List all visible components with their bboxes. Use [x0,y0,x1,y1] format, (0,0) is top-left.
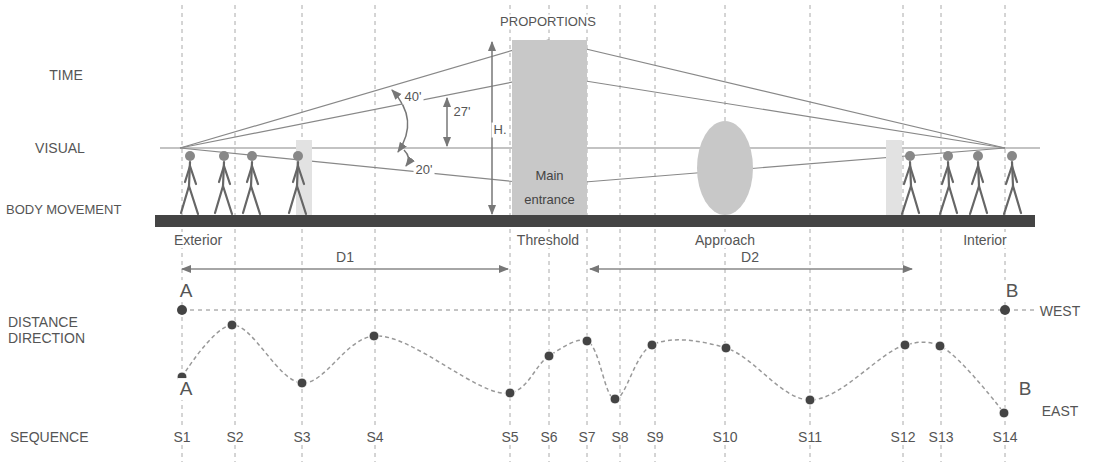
row-label: DISTANCE DIRECTION [6,314,92,346]
sequence-number: S4 [364,429,385,445]
sequence-dot [582,336,592,346]
angle-label: 40' [403,90,424,105]
row-label: BODY MOVEMENT [4,203,123,218]
sight-line [548,75,1005,148]
sight-line [548,40,1005,148]
sequence-number: S6 [538,429,559,445]
node-text: Main entrance [514,164,585,213]
sequence-dot [647,340,657,350]
sequence-guide [903,5,904,462]
row-label: SEQUENCE [8,429,91,445]
sequence-guide [620,5,621,462]
direction-label: WEST [1038,303,1082,319]
sequence-number: S8 [609,429,630,445]
sight-line [180,75,548,148]
angle-arrow [446,98,448,146]
point-label: A [178,280,195,302]
end-dot [1000,305,1010,315]
point-label: B [1017,378,1034,400]
row-label: VISUAL [33,140,87,156]
heading: PROPORTIONS [498,15,598,30]
zone-label: Exterior [172,232,224,248]
zone-label: Threshold [515,232,581,248]
sequence-dot [369,331,379,341]
sequence-number: S2 [224,429,245,445]
sight-line [160,147,1040,148]
distance-label: D1 [334,249,356,265]
angle-label: 20' [414,163,435,178]
sequence-guide [235,5,236,462]
sequence-dot [999,408,1009,418]
sequence-number: S12 [889,429,918,445]
approach-ellipse [697,121,753,215]
west-line [182,310,1040,311]
sequence-number: S14 [991,429,1020,445]
sequence-dot [505,388,515,398]
angle-arc [404,150,409,166]
height-label: H. [492,123,509,138]
row-label: TIME [47,67,84,83]
sequence-dot [544,351,554,361]
zone-label: Interior [961,232,1009,248]
sequence-number: S5 [499,429,520,445]
sequence-dot [610,394,620,404]
sequence-dot [227,320,237,330]
sight-line [548,148,1005,185]
end-dot [177,305,187,315]
sight-line [180,40,548,148]
sequence-number: S3 [291,429,312,445]
zone-label: Approach [693,232,757,248]
angle-label: 27' [452,105,473,120]
sequence-dot [935,341,945,351]
sequence-number: S1 [171,429,192,445]
direction-label: EAST [1040,403,1081,419]
entrance-band: Main entrance [512,40,587,215]
sequence-guide [655,5,656,462]
sequence-dot [805,395,815,405]
distance-arrow [590,268,912,270]
door-panel [886,140,902,215]
distance-arrow [182,268,508,270]
sequence-number: S9 [644,429,665,445]
sequence-guide [375,5,376,462]
walking-figures [181,151,1021,214]
sequence-number: S10 [711,429,740,445]
sequence-guide [941,5,942,462]
ground-bar [155,215,1035,227]
sequence-number: S7 [576,429,597,445]
sequence-guide [810,5,811,462]
sequence-dot [721,343,731,353]
point-label: A [178,378,195,400]
direction-curve [182,325,1004,413]
sequence-dot [297,378,307,388]
point-label: B [1004,280,1021,302]
sequence-number: S13 [927,429,956,445]
sight-line [180,148,548,185]
sequence-dot [900,340,910,350]
distance-label: D2 [739,249,761,265]
sequence-guide [302,5,303,462]
sequence-number: S11 [796,429,824,445]
